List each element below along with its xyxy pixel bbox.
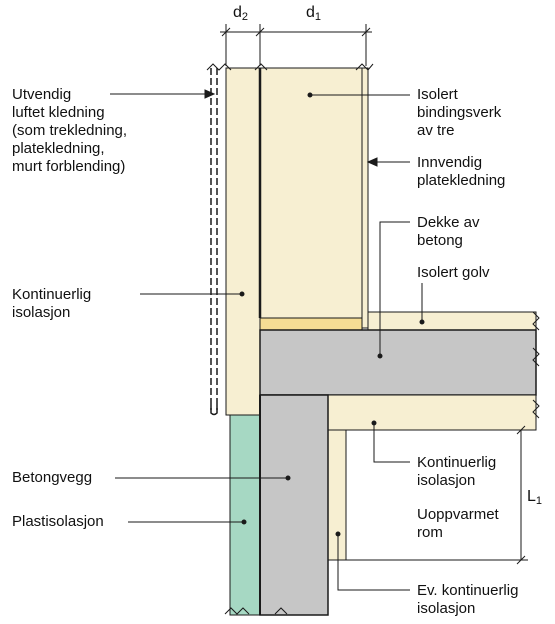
label-continuous-insulation-upper: Kontinuerlig isolasjon — [12, 286, 91, 322]
break-mark-top-2 — [254, 63, 268, 71]
insulated-timber-frame — [259, 67, 363, 319]
label-line: rom — [417, 524, 443, 541]
label-line: Isolert golv — [417, 264, 490, 281]
label-line: bindingsverk — [417, 104, 502, 121]
interior-cladding-layer — [361, 67, 369, 329]
label-line: platekledning — [417, 172, 506, 189]
label-line: Ev. kontinuerlig — [417, 582, 519, 599]
dimension-d2: d2 — [233, 4, 248, 23]
optional-insulation-layer — [327, 429, 347, 561]
label-line: isolasjon — [12, 304, 71, 321]
label-insulated-frame: Isolert bindingsverk av tre — [417, 86, 501, 140]
label-line: Kontinuerlig — [12, 286, 92, 303]
break-mark-right-slab — [532, 347, 540, 367]
label-line: Plastisolasjon — [12, 513, 104, 530]
continuous-insulation-under-slab — [327, 394, 537, 431]
label-line: Innvendig — [417, 154, 483, 171]
dimension-d2-sub: 2 — [241, 11, 249, 23]
continuous-insulation-upper-layer — [225, 67, 261, 416]
cladding-bottom-hook — [210, 405, 218, 416]
label-exterior-cladding: Utvendig luftet kledning (som treklednin… — [12, 86, 127, 176]
break-mark-right-floor — [532, 311, 540, 331]
label-line: luftet kledning — [12, 104, 105, 121]
label-line: murt forblending) — [12, 158, 126, 175]
break-mark-bottom-2 — [274, 607, 288, 615]
break-mark-right-under — [532, 399, 540, 419]
label-line: isolasjon — [417, 472, 476, 489]
label-line: betong — [417, 232, 463, 249]
label-continuous-insulation-lower: Kontinuerlig isolasjon — [417, 454, 496, 490]
label-concrete-slab: Dekke av betong — [417, 214, 480, 250]
label-line: Isolert — [417, 86, 458, 103]
plastic-insulation-layer — [229, 414, 261, 616]
label-concrete-wall: Betongvegg — [12, 469, 92, 487]
label-line: Dekke av — [417, 214, 480, 231]
label-line: isolasjon — [417, 600, 476, 617]
label-line: (som trekledning, — [12, 122, 128, 139]
thickness-dimension — [220, 24, 372, 66]
concrete-slab — [259, 329, 537, 396]
label-plastic-insulation: Plastisolasjon — [12, 513, 104, 531]
length-dimension — [346, 425, 528, 565]
sill-plate — [259, 317, 363, 331]
label-interior-cladding: Innvendig platekledning — [417, 154, 505, 190]
dimension-d1: d1 — [306, 4, 321, 23]
label-line: Kontinuerlig — [417, 454, 497, 471]
dimension-l1-sub: 1 — [535, 495, 543, 507]
label-line: Betongvegg — [12, 469, 93, 486]
label-line: av tre — [417, 122, 455, 139]
dimension-d2-base: d — [233, 4, 242, 21]
dimension-d1-sub: 1 — [314, 11, 322, 23]
break-mark-top — [206, 63, 232, 71]
break-mark-bottom — [224, 607, 250, 615]
dimension-d1-base: d — [306, 4, 315, 21]
label-insulated-floor: Isolert golv — [417, 264, 490, 282]
label-optional-insulation: Ev. kontinuerlig isolasjon — [417, 582, 518, 618]
break-mark-top-3 — [355, 63, 374, 71]
label-line: platekledning, — [12, 140, 105, 157]
label-line: Utvendig — [12, 86, 72, 103]
dimension-l1-base: L — [527, 488, 536, 505]
leader-lines — [110, 89, 425, 591]
insulated-floor-layer — [367, 311, 537, 331]
concrete-wall — [259, 394, 329, 616]
label-unheated-room: Uoppvarmet rom — [417, 506, 499, 542]
dimension-l1: L1 — [527, 488, 542, 507]
label-line: Uoppvarmet — [417, 506, 499, 523]
